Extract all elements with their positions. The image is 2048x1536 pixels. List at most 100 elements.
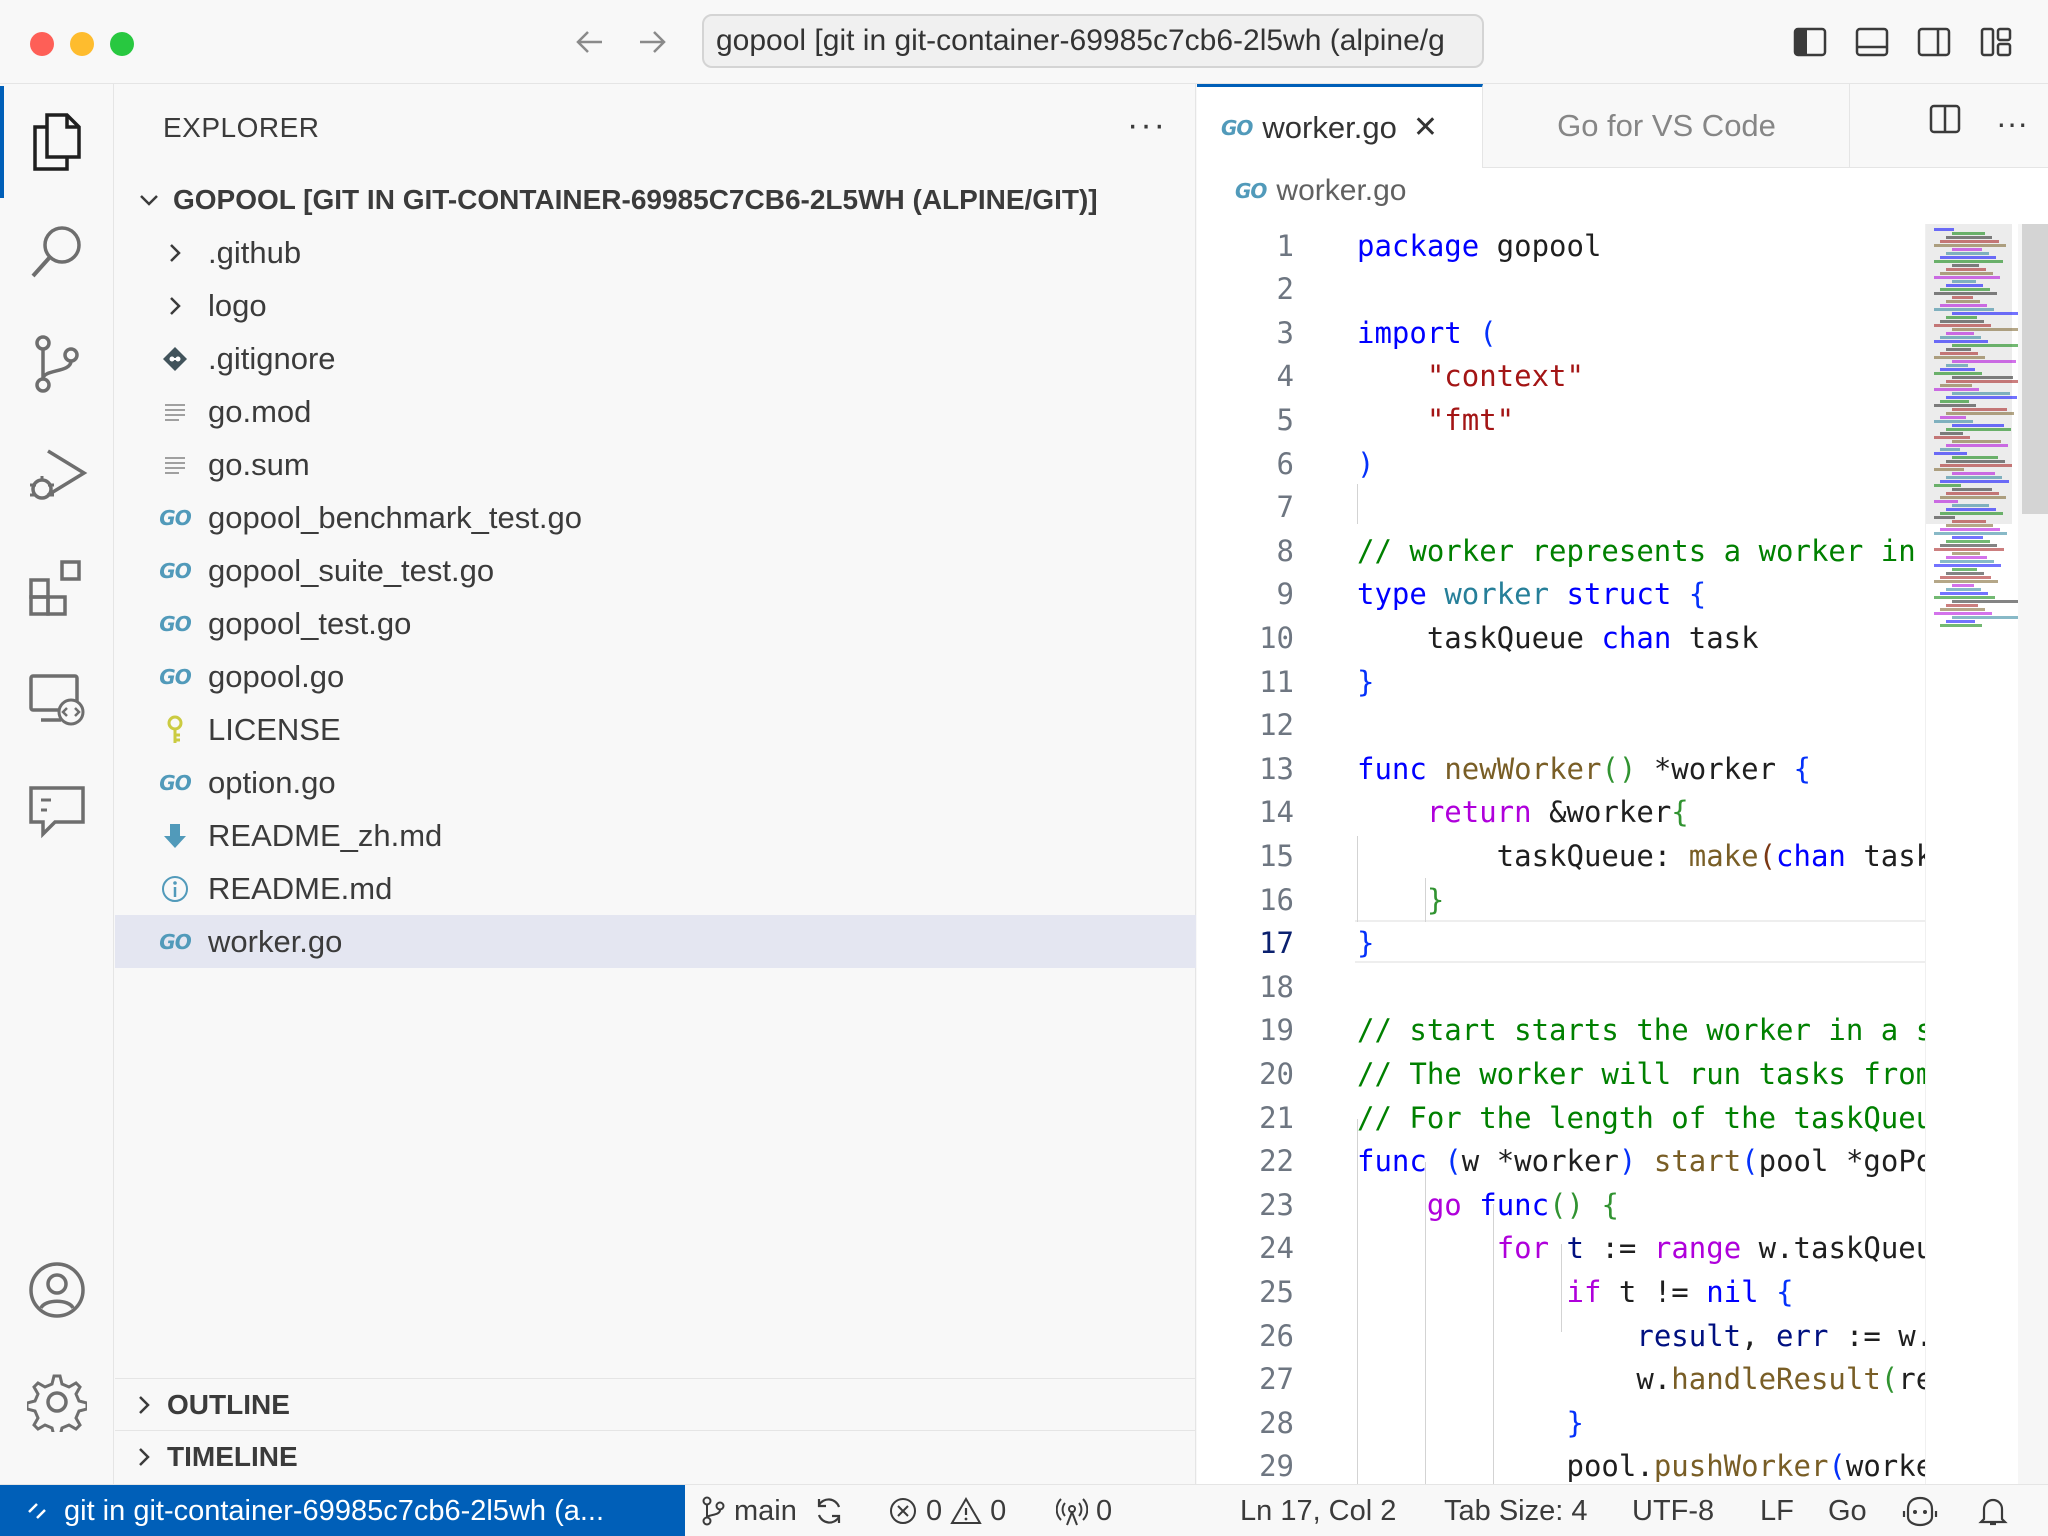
remote-explorer-activity-button[interactable] bbox=[0, 644, 114, 756]
remote-indicator[interactable]: git in git-container-69985c7cb6-2l5wh (a… bbox=[0, 1485, 685, 1536]
code-line[interactable]: 5 "fmt" bbox=[1197, 398, 1925, 441]
branch-indicator[interactable]: main bbox=[700, 1485, 845, 1536]
problems-indicator[interactable]: 0 0 bbox=[888, 1485, 1006, 1536]
workspace-root-folder[interactable]: GOPOOL [GIT IN GIT-CONTAINER-69985C7CB6-… bbox=[115, 174, 1196, 226]
code-line[interactable]: 7 bbox=[1197, 486, 1925, 529]
code-line[interactable]: 8// worker represents a worker in bbox=[1197, 529, 1925, 572]
timeline-section-header[interactable]: TIMELINE bbox=[115, 1430, 1196, 1482]
code-line[interactable]: 15 taskQueue: make(chan task bbox=[1197, 834, 1925, 877]
cursor-position[interactable]: Ln 17, Col 2 bbox=[1240, 1494, 1397, 1527]
close-icon[interactable]: ✕ bbox=[1412, 111, 1438, 144]
source-control-activity-button[interactable] bbox=[0, 308, 114, 420]
window-maximize-button[interactable] bbox=[110, 32, 134, 56]
command-center-search[interactable]: gopool [git in git-container-69985c7cb6-… bbox=[702, 14, 1484, 68]
code-line[interactable]: 25 if t != nil { bbox=[1197, 1270, 1925, 1313]
code-line[interactable]: 26 result, err := w. bbox=[1197, 1314, 1925, 1357]
customize-layout-button[interactable] bbox=[1974, 20, 2018, 64]
code-line[interactable]: 28 } bbox=[1197, 1401, 1925, 1444]
indent-guide bbox=[1561, 1244, 1562, 1332]
code-line[interactable]: 14 return &worker{ bbox=[1197, 791, 1925, 834]
tree-item-go-mod[interactable]: go.mod bbox=[115, 385, 1196, 438]
minimap-line bbox=[1946, 300, 1980, 303]
language-indicator[interactable]: Go bbox=[1828, 1494, 1867, 1527]
explorer-activity-button[interactable] bbox=[0, 86, 114, 198]
manage-activity-button[interactable] bbox=[0, 1346, 114, 1458]
accounts-activity-button[interactable] bbox=[0, 1234, 114, 1346]
tree-item-readme[interactable]: README.md bbox=[115, 862, 1196, 915]
tab-go-for-vscode[interactable]: Go for VS Code bbox=[1484, 84, 1850, 168]
code-line[interactable]: 24 for t := range w.taskQueu bbox=[1197, 1227, 1925, 1270]
split-editor-button[interactable] bbox=[1928, 102, 1962, 144]
code-line[interactable]: 11} bbox=[1197, 660, 1925, 703]
minimap-line bbox=[1940, 336, 1981, 339]
go-back-button[interactable] bbox=[568, 20, 612, 64]
go-forward-button[interactable] bbox=[630, 20, 674, 64]
tree-item-gopool-benchmark-test[interactable]: GO gopool_benchmark_test.go bbox=[115, 491, 1196, 544]
minimap-line bbox=[1934, 468, 1964, 471]
code-line[interactable]: 18 bbox=[1197, 965, 1925, 1008]
run-debug-activity-button[interactable] bbox=[0, 420, 114, 532]
chat-activity-button[interactable] bbox=[0, 756, 114, 868]
code-line[interactable]: 16 } bbox=[1197, 878, 1925, 921]
tree-item-gopool-test[interactable]: GO gopool_test.go bbox=[115, 597, 1196, 650]
code-text: // The worker will run tasks from bbox=[1357, 1056, 1925, 1091]
extensions-activity-button[interactable] bbox=[0, 532, 114, 644]
tab-worker-go[interactable]: GO worker.go ✕ bbox=[1197, 84, 1483, 168]
explorer-more-actions-button[interactable]: ··· bbox=[1127, 106, 1167, 144]
tree-item-label: gopool.go bbox=[208, 658, 345, 694]
code-line[interactable]: 21// For the length of the taskQueu bbox=[1197, 1096, 1925, 1139]
branch-label: main bbox=[734, 1494, 797, 1527]
code-line[interactable]: 4 "context" bbox=[1197, 355, 1925, 398]
tree-item-readme-zh[interactable]: README_zh.md bbox=[115, 809, 1196, 862]
toggle-primary-sidebar-button[interactable] bbox=[1788, 20, 1832, 64]
tree-item-go-sum[interactable]: go.sum bbox=[115, 438, 1196, 491]
eol-indicator[interactable]: LF bbox=[1760, 1494, 1794, 1527]
code-line[interactable]: 17} bbox=[1197, 922, 1925, 965]
line-number: 23 bbox=[1259, 1187, 1294, 1222]
tree-item-gopool-go[interactable]: GO gopool.go bbox=[115, 650, 1196, 703]
code-line[interactable]: 23 go func() { bbox=[1197, 1183, 1925, 1226]
code-line[interactable]: 6) bbox=[1197, 442, 1925, 485]
copilot-button[interactable] bbox=[1902, 1485, 1938, 1536]
tree-item-logo[interactable]: logo bbox=[115, 279, 1196, 332]
tree-item-gitignore[interactable]: .gitignore bbox=[115, 332, 1196, 385]
notifications-button[interactable] bbox=[1978, 1485, 2008, 1536]
outline-section-header[interactable]: OUTLINE bbox=[115, 1378, 1196, 1430]
run-debug-icon bbox=[30, 449, 88, 500]
tree-item-worker-go[interactable]: GO worker.go bbox=[115, 915, 1196, 968]
code-line[interactable]: 19// start starts the worker in a s bbox=[1197, 1009, 1925, 1052]
editor-more-actions-button[interactable]: ··· bbox=[1996, 104, 2028, 141]
tree-item-license[interactable]: LICENSE bbox=[115, 703, 1196, 756]
tab-size-indicator[interactable]: Tab Size: 4 bbox=[1444, 1494, 1588, 1527]
tree-item-gopool-suite-test[interactable]: GO gopool_suite_test.go bbox=[115, 544, 1196, 597]
tree-item-label: .gitignore bbox=[208, 340, 336, 376]
tree-item-label: worker.go bbox=[208, 923, 343, 959]
vertical-scrollbar[interactable] bbox=[2018, 224, 2048, 1484]
editor-tabs: GO worker.go ✕ Go for VS Code ··· bbox=[1197, 84, 2048, 168]
code-line[interactable]: 20// The worker will run tasks from bbox=[1197, 1052, 1925, 1095]
window-minimize-button[interactable] bbox=[70, 32, 94, 56]
code-line[interactable]: 12 bbox=[1197, 704, 1925, 747]
code-line[interactable]: 10 taskQueue chan task bbox=[1197, 616, 1925, 659]
chevron-right-icon bbox=[129, 1394, 159, 1416]
breadcrumb[interactable]: GO worker.go bbox=[1235, 174, 1407, 208]
scrollbar-thumb[interactable] bbox=[2022, 224, 2048, 514]
encoding-indicator[interactable]: UTF-8 bbox=[1632, 1494, 1715, 1527]
broadcast-icon bbox=[1056, 1498, 1088, 1526]
tree-item-github[interactable]: .github bbox=[115, 226, 1196, 279]
code-line[interactable]: 27 w.handleResult(re bbox=[1197, 1358, 1925, 1401]
code-line[interactable]: 2 bbox=[1197, 268, 1925, 311]
toggle-panel-button[interactable] bbox=[1850, 20, 1894, 64]
ports-indicator[interactable]: 0 bbox=[1056, 1485, 1112, 1536]
tree-item-option-go[interactable]: GO option.go bbox=[115, 756, 1196, 809]
window-close-button[interactable] bbox=[30, 32, 54, 56]
code-line[interactable]: 29 pool.pushWorker(worke bbox=[1197, 1445, 1925, 1484]
search-activity-button[interactable] bbox=[0, 196, 114, 308]
toggle-secondary-sidebar-button[interactable] bbox=[1912, 20, 1956, 64]
